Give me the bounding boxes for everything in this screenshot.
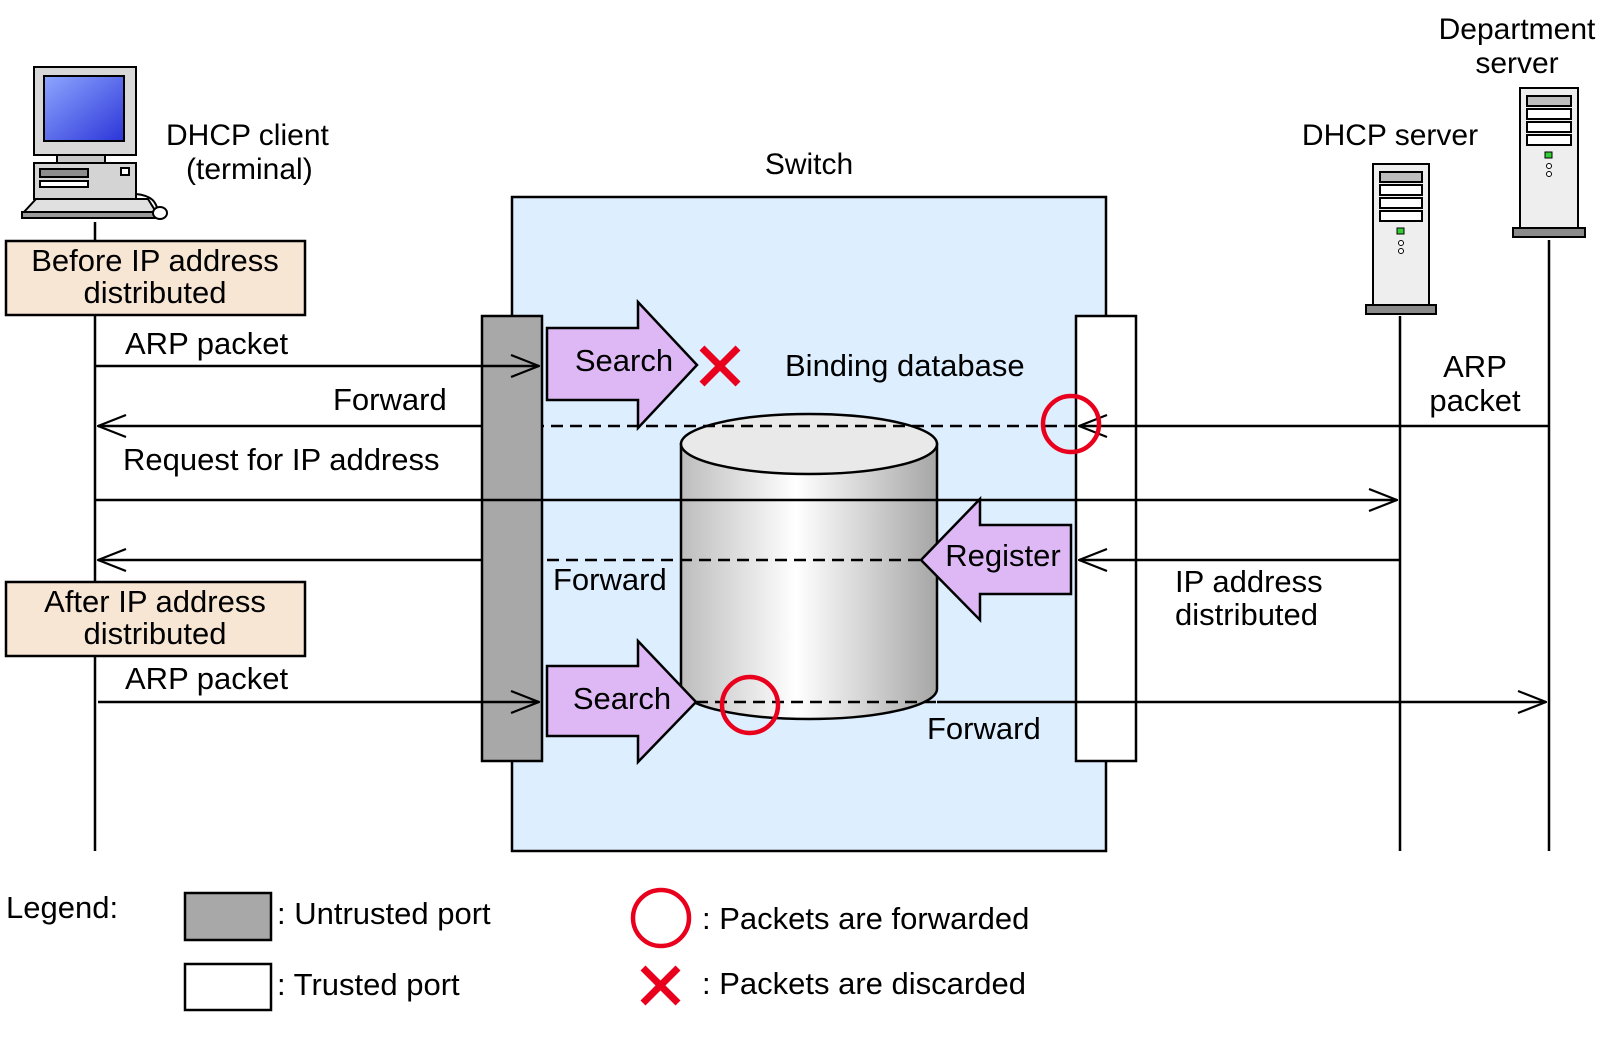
before-ip-label-line1: Before IP address — [31, 243, 279, 278]
dhcp-client-label-line1: DHCP client — [166, 119, 329, 152]
legend-untrusted-swatch — [183, 891, 273, 942]
switch-label: Switch — [765, 148, 853, 181]
legend-forwarded-label: : Packets are forwarded — [702, 901, 1029, 936]
arp-packet-2-label: ARP packet — [125, 661, 289, 696]
discarded-x-mark — [699, 345, 741, 387]
legend-title: Legend: — [6, 890, 118, 925]
after-ip-label-line1: After IP address — [44, 584, 266, 619]
before-ip-label-line2: distributed — [83, 275, 226, 310]
search-2-arrow — [545, 637, 698, 766]
binding-database-label: Binding database — [785, 348, 1025, 383]
before-ip-state-box — [4, 239, 307, 317]
dhcp-server-tower-icon — [1365, 163, 1437, 315]
dhcp-server-label: DHCP server — [1302, 119, 1478, 152]
legend-trusted-swatch — [183, 962, 273, 1012]
legend-discarded-label: : Packets are discarded — [702, 966, 1026, 1001]
desktop-computer-icon — [21, 66, 168, 220]
register-label: Register — [945, 538, 1060, 573]
after-ip-label-line2: distributed — [83, 616, 226, 651]
legend-untrusted-label: : Untrusted port — [277, 896, 491, 931]
arp-packet-right-label-line1: ARP — [1443, 349, 1507, 384]
untrusted-port — [480, 314, 544, 763]
arp-packet-1-label: ARP packet — [125, 326, 289, 361]
binding-database-cylinder — [679, 412, 939, 721]
forward-2-label: Forward — [553, 562, 667, 597]
register-arrow — [919, 495, 1073, 624]
legend-trusted-label: : Trusted port — [277, 967, 460, 1002]
dhcp-client-label-line2: (terminal) — [186, 153, 313, 186]
after-ip-state-box — [4, 580, 307, 658]
request-ip-label: Request for IP address — [123, 442, 440, 477]
department-server-label-line1: Department — [1439, 13, 1596, 46]
forward-1-label: Forward — [333, 382, 447, 417]
department-server-label-line2: server — [1475, 47, 1558, 80]
department-server-tower-icon — [1512, 87, 1586, 238]
search-2-label: Search — [573, 681, 671, 716]
ip-distributed-label-line2: distributed — [1175, 597, 1318, 632]
ip-distributed-label-line1: IP address — [1175, 564, 1323, 599]
forwarded-circle-mark-1 — [1040, 393, 1102, 455]
trusted-port — [1074, 314, 1138, 763]
forward-3-label: Forward — [927, 711, 1041, 746]
search-1-label: Search — [575, 343, 673, 378]
forwarded-circle-mark-2 — [719, 674, 781, 736]
search-1-arrow — [545, 298, 699, 432]
legend-forwarded-circle-icon — [630, 887, 692, 949]
arp-packet-right-label-line2: packet — [1429, 383, 1521, 418]
legend-discarded-x-icon — [640, 965, 681, 1006]
